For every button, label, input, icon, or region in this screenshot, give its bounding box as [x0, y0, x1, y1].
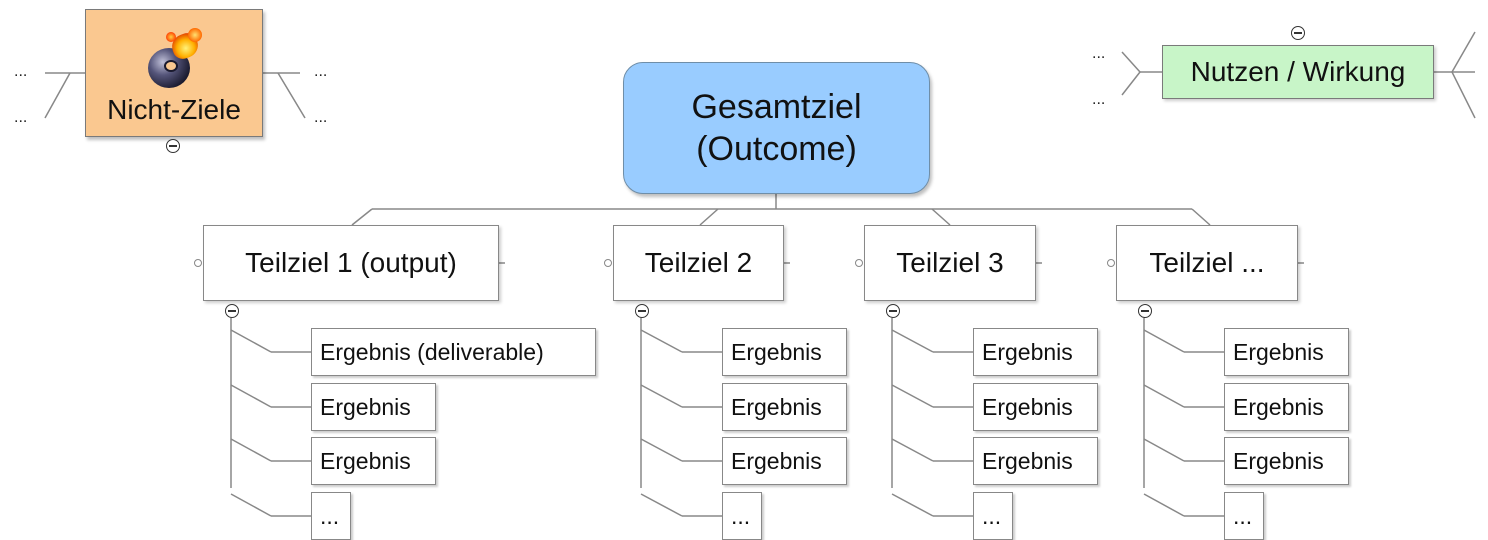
ergebnis-label: ... — [320, 502, 340, 529]
ergebnis-topic[interactable]: Ergebnis — [973, 437, 1098, 485]
connector-stub — [604, 259, 612, 267]
nutzen-wirkung-topic[interactable]: Nutzen / Wirkung — [1162, 45, 1434, 99]
connector-line — [1143, 384, 1185, 408]
teilziel-topic[interactable]: Teilziel ... — [1116, 225, 1298, 301]
collapse-icon[interactable] — [1291, 26, 1305, 40]
ergebnis-label: Ergebnis — [320, 393, 411, 420]
teilziel-label: Teilziel 2 — [644, 247, 753, 278]
ergebnis-topic[interactable]: ... — [973, 492, 1013, 540]
teilziel-label: Teilziel 3 — [896, 247, 1004, 278]
ergebnis-label: ... — [982, 502, 1002, 529]
connector-line — [891, 329, 934, 353]
teilziel-topic[interactable]: Teilziel 3 — [864, 225, 1036, 301]
nicht-ziele-label: Nicht-Ziele — [107, 94, 241, 125]
connector-line — [640, 384, 683, 408]
ergebnis-label: ... — [1233, 502, 1253, 529]
ellipsis: ... — [314, 63, 328, 80]
collapse-icon[interactable] — [225, 304, 239, 318]
ellipsis: ... — [1092, 45, 1106, 62]
ergebnis-label: Ergebnis — [731, 447, 822, 474]
collapse-icon[interactable] — [635, 304, 649, 318]
ergebnis-topic[interactable]: Ergebnis — [973, 328, 1098, 376]
ergebnis-label: Ergebnis — [1233, 393, 1324, 420]
ergebnis-label: Ergebnis — [982, 447, 1073, 474]
ergebnis-topic[interactable]: Ergebnis (deliverable) — [311, 328, 596, 376]
central-topic-line1: Gesamtziel — [691, 88, 862, 126]
ergebnis-topic[interactable]: Ergebnis — [722, 328, 847, 376]
ergebnis-label: Ergebnis — [320, 447, 411, 474]
ergebnis-topic[interactable]: Ergebnis — [1224, 437, 1349, 485]
ergebnis-topic[interactable]: ... — [722, 492, 762, 540]
ergebnis-topic[interactable]: Ergebnis — [311, 437, 436, 485]
ergebnis-topic[interactable]: Ergebnis — [1224, 383, 1349, 431]
teilziel-topic[interactable]: Teilziel 2 — [613, 225, 784, 301]
ergebnis-topic[interactable]: ... — [311, 492, 351, 540]
connector-line — [640, 438, 683, 462]
central-topic[interactable]: Gesamtziel (Outcome) — [623, 62, 930, 194]
teilziel-label: Teilziel ... — [1149, 247, 1265, 278]
ellipsis: ... — [314, 109, 328, 126]
ergebnis-label: Ergebnis — [982, 338, 1073, 365]
ergebnis-label: Ergebnis — [1233, 447, 1324, 474]
ergebnis-label: Ergebnis (deliverable) — [320, 338, 544, 365]
connector-line — [891, 384, 934, 408]
connector-line — [891, 438, 934, 462]
ellipsis: ... — [14, 63, 28, 80]
bomb-icon — [142, 28, 206, 90]
nicht-ziele-topic[interactable]: Nicht-Ziele — [85, 9, 263, 137]
connector-stub — [1107, 259, 1115, 267]
connector-line — [230, 493, 272, 517]
ellipsis: ... — [1092, 91, 1106, 108]
ergebnis-topic[interactable]: Ergebnis — [1224, 328, 1349, 376]
connector-line — [891, 493, 934, 517]
ergebnis-topic[interactable]: ... — [1224, 492, 1264, 540]
nutzen-wirkung-label: Nutzen / Wirkung — [1190, 56, 1406, 87]
ergebnis-label: Ergebnis — [982, 393, 1073, 420]
connector-line — [230, 384, 272, 408]
ergebnis-label: ... — [731, 502, 751, 529]
ergebnis-label: Ergebnis — [731, 338, 822, 365]
connector-line — [1143, 329, 1185, 353]
ergebnis-topic[interactable]: Ergebnis — [311, 383, 436, 431]
ergebnis-label: Ergebnis — [731, 393, 822, 420]
connector-line — [1143, 438, 1185, 462]
collapse-icon[interactable] — [166, 139, 180, 153]
connector-stub — [855, 259, 863, 267]
connector-stub — [194, 259, 202, 267]
central-topic-line2: (Outcome) — [696, 130, 857, 168]
connector-line — [640, 493, 683, 517]
connector-line — [640, 329, 683, 353]
connector-line — [230, 438, 272, 462]
ellipsis: ... — [14, 109, 28, 126]
teilziel-label: Teilziel 1 (output) — [245, 247, 457, 278]
connector-line — [1143, 493, 1185, 517]
ergebnis-topic[interactable]: Ergebnis — [973, 383, 1098, 431]
connector-line — [230, 329, 272, 353]
teilziel-topic[interactable]: Teilziel 1 (output) — [203, 225, 499, 301]
ergebnis-topic[interactable]: Ergebnis — [722, 383, 847, 431]
collapse-icon[interactable] — [886, 304, 900, 318]
ergebnis-topic[interactable]: Ergebnis — [722, 437, 847, 485]
ergebnis-label: Ergebnis — [1233, 338, 1324, 365]
collapse-icon[interactable] — [1138, 304, 1152, 318]
